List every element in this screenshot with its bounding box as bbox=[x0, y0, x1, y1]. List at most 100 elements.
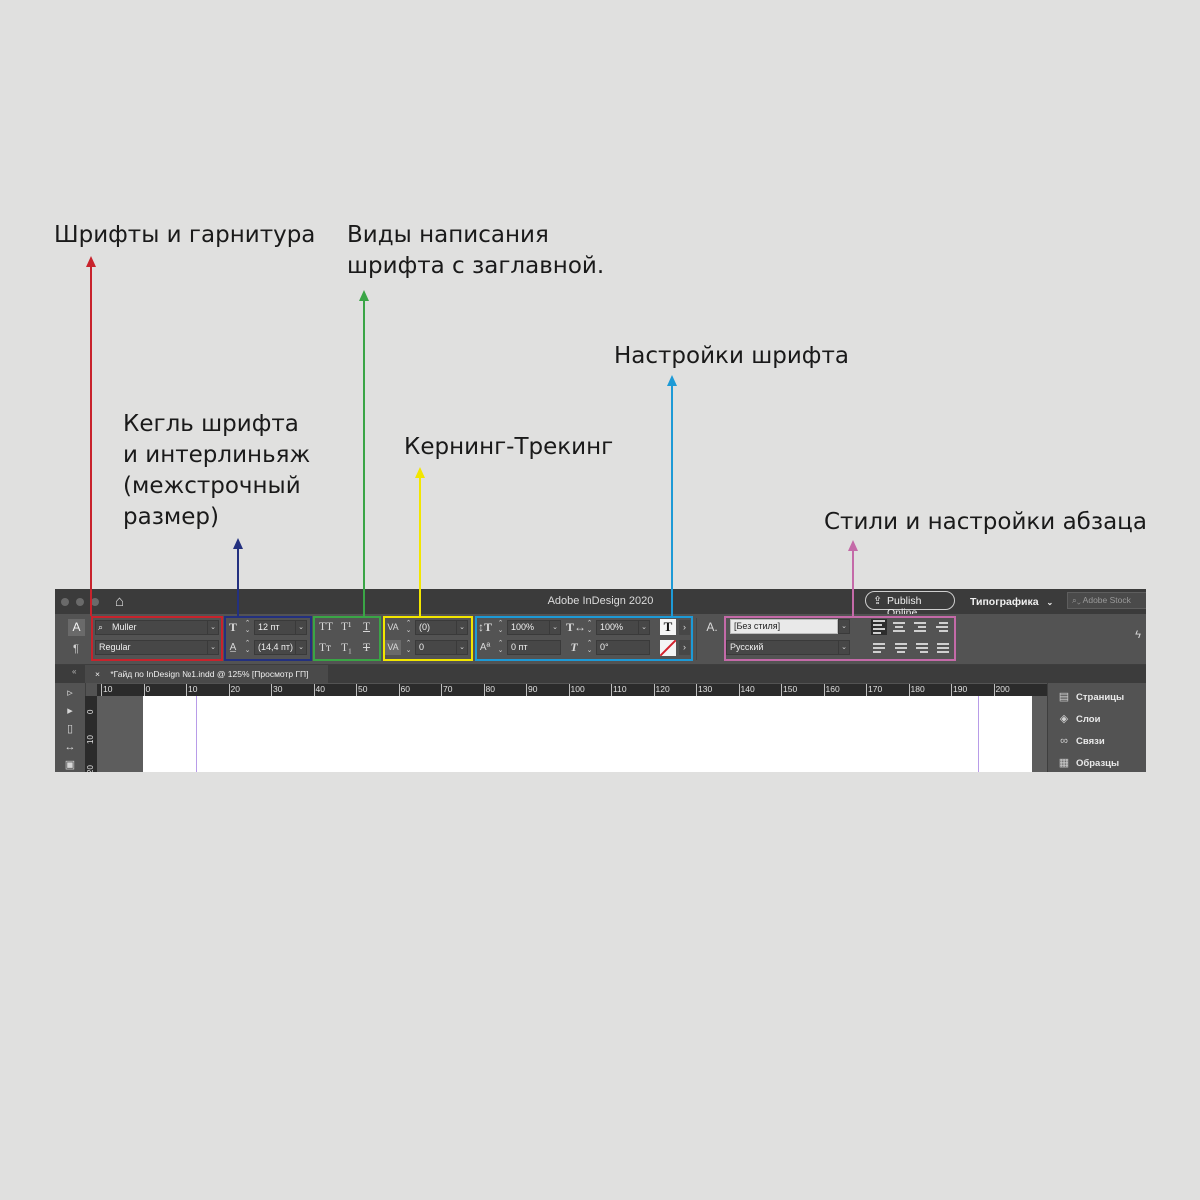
content-collector-icon[interactable]: ▣ bbox=[64, 759, 76, 771]
skew-stepper[interactable]: ⌃⌄ bbox=[586, 640, 593, 654]
ruler-tick bbox=[356, 684, 357, 696]
ruler-tick bbox=[228, 684, 230, 696]
language-dropdown[interactable]: ⌄ bbox=[838, 640, 850, 655]
leading-stepper[interactable]: ⌃⌄ bbox=[244, 640, 251, 654]
ruler-tick bbox=[271, 684, 272, 696]
minimize-window-button[interactable] bbox=[76, 598, 84, 606]
leading-field[interactable]: (14,4 пт) bbox=[254, 640, 296, 655]
panel-links-label: Связи bbox=[1076, 736, 1105, 747]
paragraph-style-field[interactable]: [Без стиля] bbox=[730, 619, 838, 634]
ruler-label: 150 bbox=[783, 684, 798, 694]
gap-tool-icon[interactable]: ↔ bbox=[64, 741, 76, 753]
direct-selection-tool-icon[interactable]: ▹ bbox=[67, 687, 73, 699]
baseline-shift-stepper[interactable]: ⌃⌄ bbox=[497, 640, 504, 654]
justify-all-button[interactable] bbox=[937, 643, 951, 656]
ruler-tick bbox=[101, 684, 102, 696]
ruler-tick bbox=[611, 684, 612, 696]
vertical-scale-field[interactable]: 100% bbox=[507, 620, 550, 635]
home-icon[interactable]: ⌂ bbox=[115, 593, 125, 610]
font-style-dropdown[interactable]: ⌄ bbox=[207, 640, 219, 655]
page-tool-icon[interactable]: ▯ bbox=[66, 723, 74, 735]
vertical-scale-stepper[interactable]: ⌃⌄ bbox=[497, 620, 504, 634]
horizontal-scale-field[interactable]: 100% bbox=[596, 620, 639, 635]
justify-left-button[interactable] bbox=[873, 643, 887, 656]
leading-dropdown[interactable]: ⌄ bbox=[295, 640, 307, 655]
tracking-field[interactable]: 0 bbox=[415, 640, 457, 655]
baseline-shift-field[interactable]: 0 пт bbox=[507, 640, 561, 655]
skew-field[interactable]: 0° bbox=[596, 640, 650, 655]
indesign-window: ⌂ Adobe InDesign 2020 ⇪ Publish Online Т… bbox=[55, 589, 1146, 772]
panel-swatches[interactable]: ▦Образцы bbox=[1056, 754, 1119, 772]
vertical-scale-dropdown[interactable]: ⌄ bbox=[549, 620, 561, 635]
justify-right-button[interactable] bbox=[916, 643, 930, 656]
font-size-stepper[interactable]: ⌃⌄ bbox=[244, 620, 251, 634]
stroke-chevron-icon[interactable]: › bbox=[679, 640, 690, 655]
small-caps-button[interactable]: Tт bbox=[319, 642, 332, 654]
font-family-dropdown[interactable]: ⌄ bbox=[207, 620, 219, 635]
collapse-panels-icon[interactable]: « bbox=[72, 667, 77, 676]
workspace-switcher[interactable]: Типографика ⌄ bbox=[970, 596, 1053, 608]
ruler-label: 200 bbox=[995, 684, 1010, 694]
font-family-field[interactable]: ⌕ Muller bbox=[95, 620, 208, 635]
align-towards-spine-button[interactable] bbox=[936, 622, 950, 635]
paragraph-style-dropdown[interactable]: ⌄ bbox=[838, 619, 850, 634]
kerning-field[interactable]: (0) bbox=[415, 620, 457, 635]
stroke-none-swatch[interactable] bbox=[660, 640, 676, 656]
ruler-label: 50 bbox=[358, 684, 368, 694]
callout-caps-line1: Виды написания bbox=[347, 222, 549, 248]
ruler-label: 170 bbox=[868, 684, 883, 694]
align-center-button[interactable] bbox=[893, 622, 907, 635]
links-icon: ∞ bbox=[1060, 735, 1068, 747]
vertical-ruler-label: 0 bbox=[86, 709, 95, 714]
tracking-dropdown[interactable]: ⌄ bbox=[456, 640, 468, 655]
ruler-label: 60 bbox=[400, 684, 410, 694]
kerning-stepper[interactable]: ⌃⌄ bbox=[405, 620, 412, 634]
horizontal-scale-stepper[interactable]: ⌃⌄ bbox=[586, 620, 593, 634]
ruler-label: 40 bbox=[315, 684, 325, 694]
ruler-tick bbox=[738, 684, 740, 696]
subscript-button[interactable]: T₁ bbox=[341, 642, 353, 654]
zoom-window-button[interactable] bbox=[91, 598, 99, 606]
ruler-tick bbox=[653, 684, 655, 696]
vertical-ruler-label: 10 bbox=[86, 735, 95, 744]
all-caps-button[interactable]: TT bbox=[319, 621, 334, 633]
publish-online-button[interactable]: ⇪ Publish Online bbox=[865, 591, 955, 619]
font-size-dropdown[interactable]: ⌄ bbox=[295, 620, 307, 635]
separator bbox=[696, 618, 697, 660]
align-left-button[interactable] bbox=[871, 619, 887, 635]
vertical-scale-icon: ↕T bbox=[477, 620, 492, 634]
close-tab-icon[interactable]: × bbox=[95, 669, 100, 679]
document-tab[interactable]: × *Гайд по InDesign №1.indd @ 125% [Прос… bbox=[85, 665, 328, 683]
horizontal-scale-dropdown[interactable]: ⌄ bbox=[638, 620, 650, 635]
align-right-button[interactable] bbox=[914, 622, 928, 635]
tracking-stepper[interactable]: ⌃⌄ bbox=[405, 640, 412, 654]
lightning-icon[interactable]: ϟ bbox=[1135, 629, 1141, 641]
text-fill-swatch[interactable]: T bbox=[660, 619, 676, 635]
fill-chevron-icon[interactable]: › bbox=[679, 620, 690, 635]
swatches-icon: ▦ bbox=[1058, 757, 1070, 769]
adobe-stock-search[interactable]: ⌕⌄ Adobe Stock bbox=[1067, 592, 1146, 609]
tracking-icon: VA bbox=[385, 640, 401, 655]
panel-links[interactable]: ∞ Связи bbox=[1056, 732, 1105, 750]
language-field[interactable]: Русский bbox=[726, 640, 839, 655]
character-mode-button[interactable]: A bbox=[68, 619, 85, 636]
kerning-dropdown[interactable]: ⌄ bbox=[456, 620, 468, 635]
close-window-button[interactable] bbox=[61, 598, 69, 606]
panel-pages[interactable]: ▤Страницы bbox=[1056, 688, 1124, 706]
selection-tool-icon[interactable]: ▸ bbox=[67, 705, 73, 717]
font-style-field[interactable]: Regular bbox=[95, 640, 208, 655]
strikethrough-button[interactable]: T bbox=[363, 642, 371, 654]
tools-panel: ▹ ▸ ▯ ↔ ▣ bbox=[55, 683, 86, 772]
justify-center-button[interactable] bbox=[895, 643, 909, 656]
panel-layers[interactable]: ◈Слои bbox=[1056, 710, 1101, 728]
ruler-tick bbox=[483, 684, 485, 696]
underline-button[interactable]: T bbox=[363, 621, 371, 633]
superscript-button[interactable]: T¹ bbox=[341, 621, 352, 633]
callout-size-line4: размер) bbox=[123, 504, 219, 530]
ruler-label: 10 bbox=[188, 684, 198, 694]
font-search-icon: ⌕ bbox=[98, 622, 104, 632]
paragraph-mode-button[interactable]: ¶ bbox=[73, 643, 79, 655]
document-page[interactable] bbox=[143, 696, 1032, 772]
font-size-field[interactable]: 12 пт bbox=[254, 620, 296, 635]
